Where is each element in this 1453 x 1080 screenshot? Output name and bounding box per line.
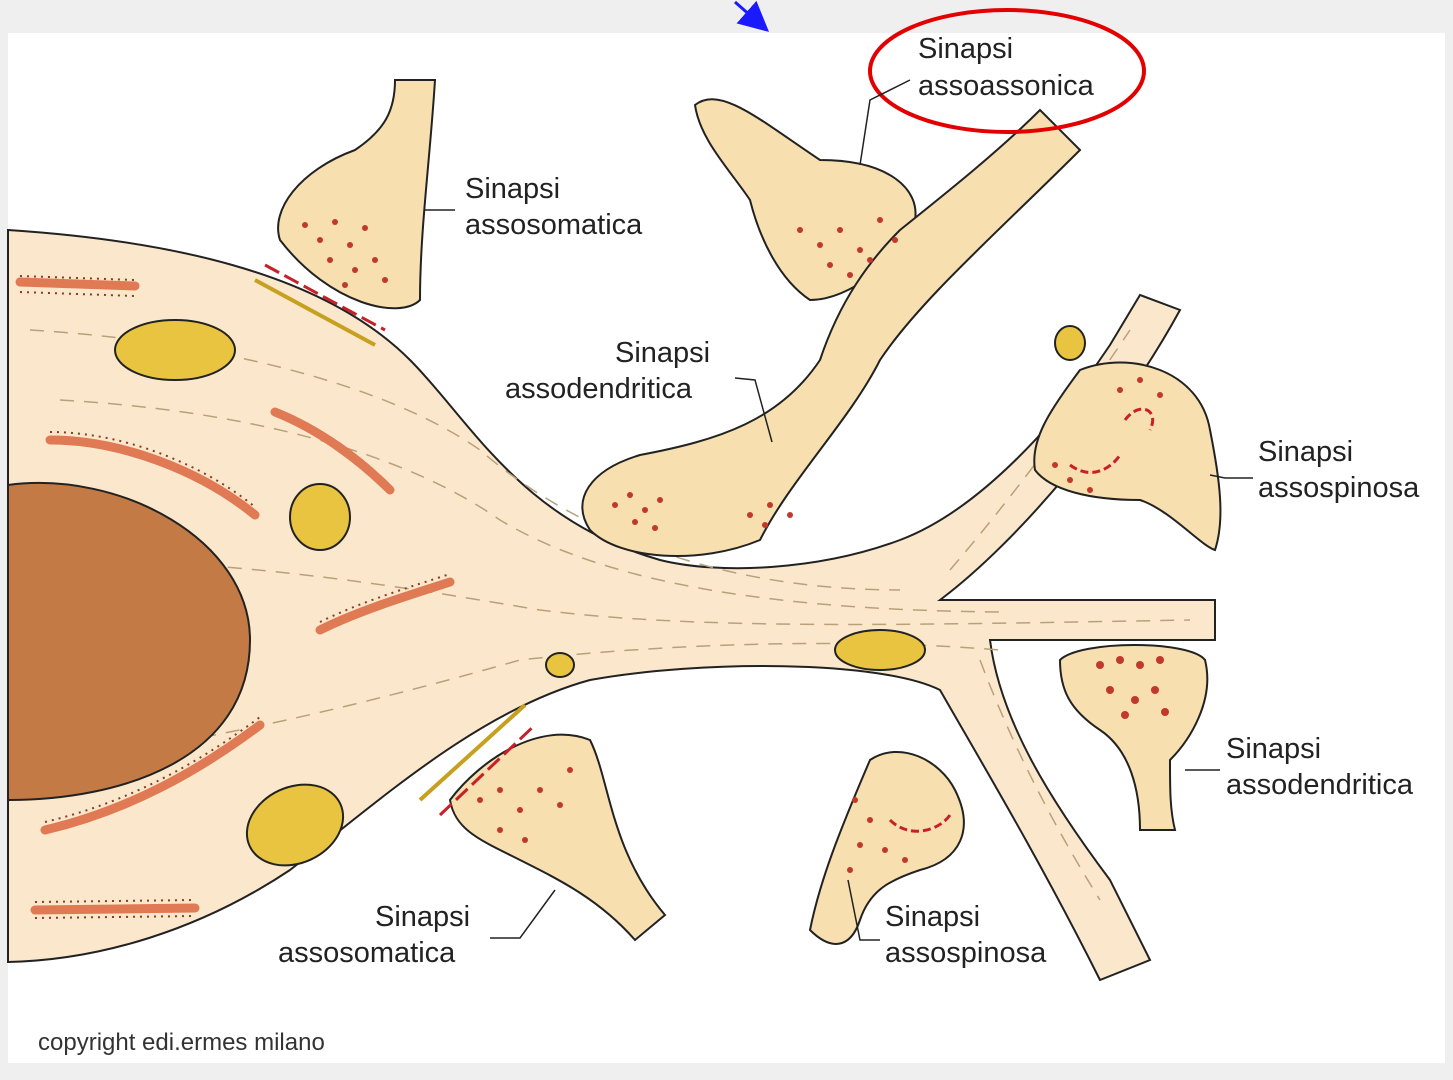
label-assodendritica-mid-line1: Sinapsi [615, 337, 710, 369]
pointer-arrow [735, 2, 760, 24]
label-assodendritica-right-line1: Sinapsi [1226, 733, 1321, 765]
label-assoassonica-line2: assoassonica [918, 70, 1095, 102]
label-assodendritica-right-line2: assodendritica [1226, 769, 1414, 801]
label-assospinosa-bottom-line2: assospinosa [885, 937, 1047, 969]
label-assosomatica-bottom-line1: Sinapsi [375, 901, 470, 933]
label-assosomatica-top-line2: assosomatica [465, 209, 643, 241]
label-assospinosa-right-line1: Sinapsi [1258, 436, 1353, 468]
label-assodendritica-mid-line2: assodendritica [505, 373, 693, 405]
label-assospinosa-bottom-line1: Sinapsi [885, 901, 980, 933]
label-assospinosa-right-line2: assospinosa [1258, 472, 1420, 504]
label-assosomatica-top-line1: Sinapsi [465, 173, 560, 205]
copyright-text: copyright edi.ermes milano [38, 1029, 325, 1056]
label-assosomatica-bottom-line2: assosomatica [278, 937, 456, 969]
label-assoassonica-line1: Sinapsi [918, 33, 1013, 65]
